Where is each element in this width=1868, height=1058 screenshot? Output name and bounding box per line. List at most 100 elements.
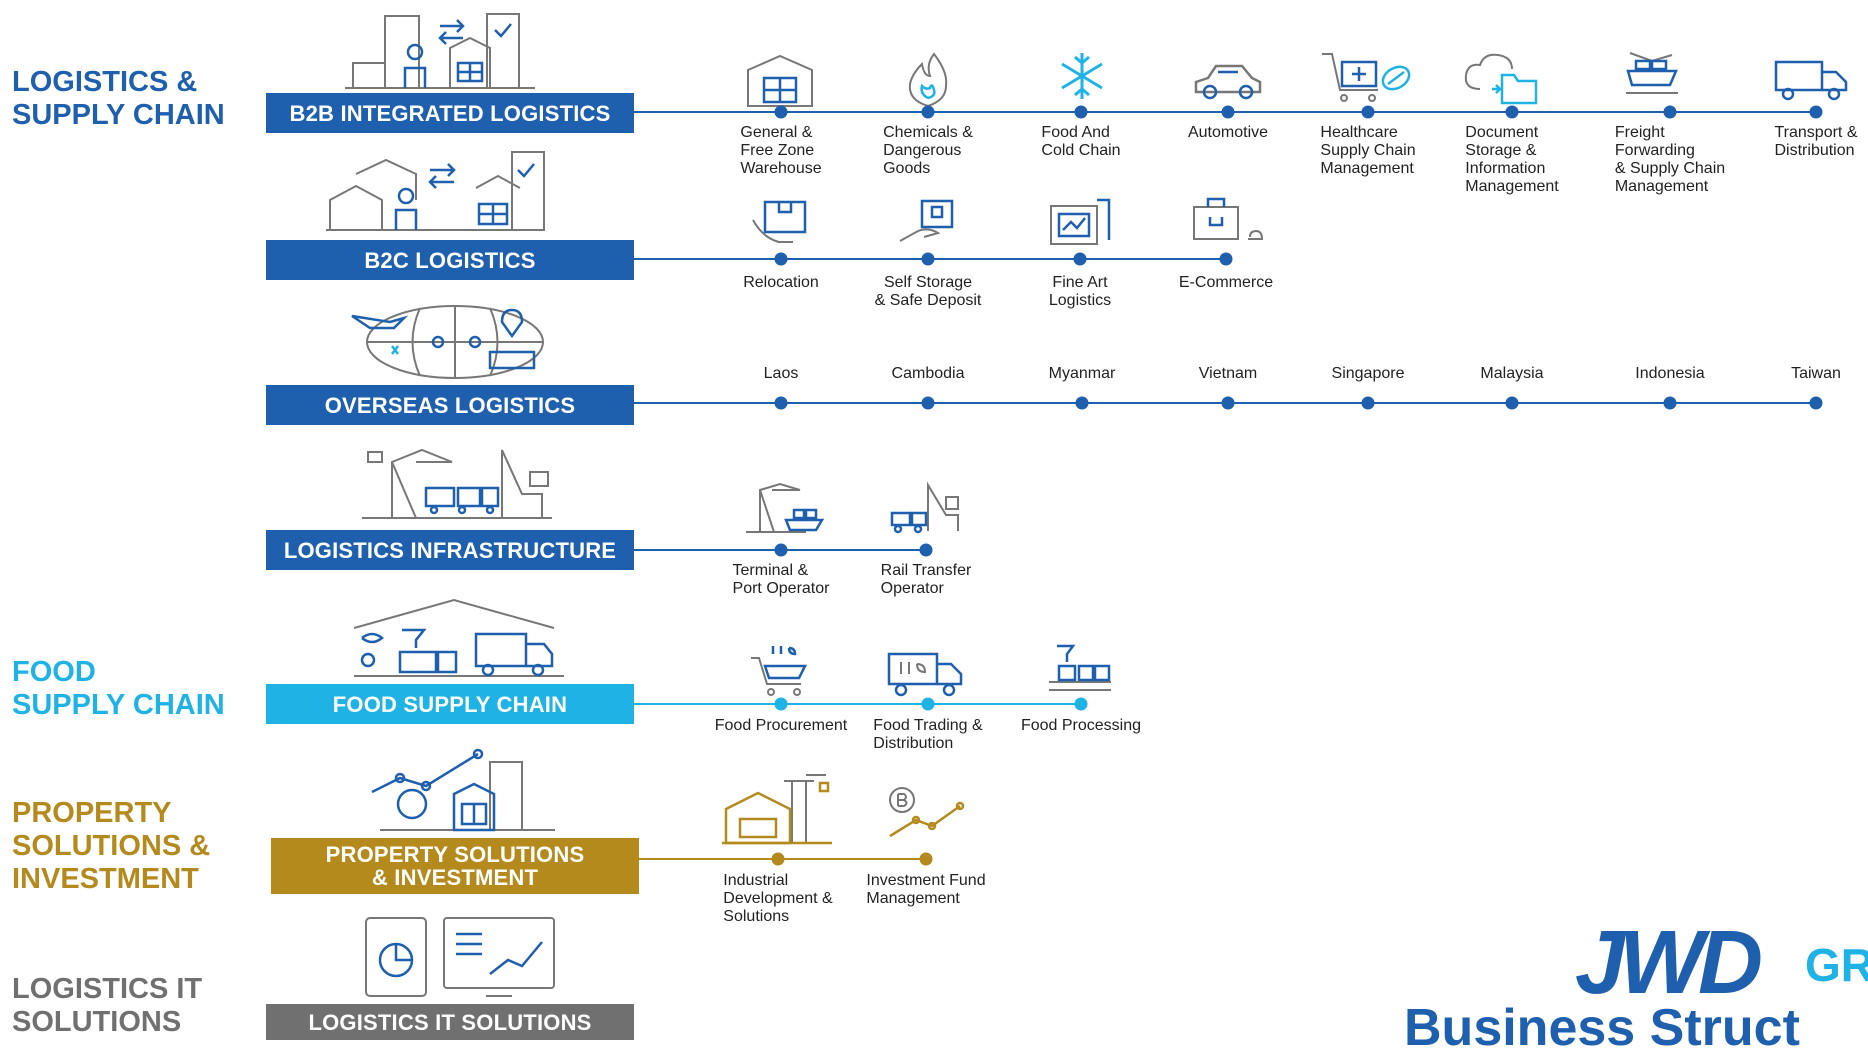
banner-logistics-it-solutions: LOGISTICS IT SOLUTIONS — [266, 1004, 634, 1040]
b2c-item-3-label-line: E-Commerce — [1178, 274, 1274, 291]
category-logistics-supply-chain: LOGISTICS & SUPPLY CHAIN — [12, 66, 225, 131]
car-icon — [1194, 64, 1262, 100]
grocery-cart-icon — [751, 646, 808, 696]
b2b-item-5-label-line: Information — [1465, 160, 1546, 177]
b2b-item-6-label-line: Management — [1614, 178, 1709, 195]
b2b-item-7-label-line: Transport & — [1774, 124, 1858, 141]
banner-food-supply-chain: FOOD SUPPLY CHAIN — [266, 684, 634, 724]
banner-overseas-logistics: OVERSEAS LOGISTICS — [266, 385, 634, 425]
jwd-logo: JWD GR — [1575, 913, 1868, 1013]
banner-property-solutions: PROPERTY SOLUTIONS & INVESTMENT — [271, 838, 639, 894]
food-item-1-label-line: Distribution — [873, 735, 954, 752]
b2b-item-6-label-line: Forwarding — [1614, 142, 1695, 159]
overseas-2-dot — [1075, 396, 1089, 410]
b2b-item-7-dot — [1809, 105, 1823, 119]
overseas-3-dot — [1221, 396, 1235, 410]
b2c-item-3-label: E-Commerce — [1179, 274, 1273, 292]
snowflake-icon — [1061, 53, 1103, 99]
banner-b2c-logistics: B2C LOGISTICS — [266, 240, 634, 280]
food-truck-icon — [887, 652, 963, 697]
b2c-item-2-dot — [1073, 252, 1087, 266]
overseas-country-label: Cambodia — [891, 365, 965, 382]
infra-item-1-label-line: Operator — [880, 580, 944, 597]
b2b-item-4-label-line: Supply Chain — [1320, 142, 1416, 159]
b2c-item-1-dot — [921, 252, 935, 266]
b2b-item-5-dot — [1505, 105, 1519, 119]
b2b-item-1-label-line: Goods — [883, 160, 931, 177]
b2b-item-1-dot — [921, 105, 935, 119]
b2b-item-7-label-line: Distribution — [1774, 142, 1855, 159]
b2c-illustration — [326, 151, 545, 231]
it-illustration — [365, 917, 555, 997]
property-illustration — [371, 748, 555, 832]
overseas-4-dot — [1361, 396, 1375, 410]
category-property-investment: PROPERTY SOLUTIONS & INVESTMENT — [12, 797, 211, 895]
ship-icon — [1626, 52, 1678, 94]
b2b-item-0-dot — [774, 105, 788, 119]
category-logistics-it: LOGISTICS IT SOLUTIONS — [12, 973, 203, 1038]
growth-coin-icon — [889, 787, 965, 838]
food-item-1-label-line: Food Trading & — [873, 717, 983, 734]
b2b-item-1-label-line: Chemicals & — [883, 124, 973, 141]
infra-item-1-label-line: Rail Transfer — [880, 562, 972, 579]
cloud-folder-icon — [1464, 53, 1538, 105]
warehouse-icon — [747, 54, 813, 107]
property-item-0-dot — [771, 852, 785, 866]
overseas-0-dot — [774, 396, 788, 410]
b2b-illustration — [345, 13, 535, 89]
infra-item-0-label-line: Port Operator — [732, 580, 830, 597]
b2b-item-0-label-line: General & — [740, 124, 813, 141]
b2c-item-0-dot — [774, 252, 788, 266]
overseas-7-dot — [1809, 396, 1823, 410]
property-item-0-label-line: Industrial — [723, 872, 789, 889]
flame-icon — [908, 52, 948, 107]
b2b-item-4-label-line: Healthcare — [1320, 124, 1398, 141]
b2b-item-3-dot — [1221, 105, 1235, 119]
infra-item-0-label-line: Terminal & — [732, 562, 809, 579]
b2c-item-2-label-line: Logistics — [1048, 292, 1112, 309]
food-item-0-dot — [774, 697, 788, 711]
logo-mark: JWD — [1575, 913, 1763, 1013]
art-frame-icon — [1050, 198, 1111, 245]
overseas-country-label: Indonesia — [1635, 365, 1705, 382]
property-item-1-label-line: Investment Fund — [866, 872, 986, 889]
overseas-country-label: Myanmar — [1048, 365, 1116, 382]
b2b-item-6-dot — [1663, 105, 1677, 119]
category-food-supply-chain: FOOD SUPPLY CHAIN — [12, 656, 225, 721]
b2b-item-2-label-line: Food And — [1041, 124, 1110, 141]
moving-box-icon — [752, 200, 807, 243]
rail-crane-icon — [890, 481, 959, 534]
shopping-bag-icon — [1193, 197, 1264, 240]
b2c-item-0-label: Relocation — [743, 274, 819, 292]
overseas-illustration — [351, 305, 544, 379]
logo-suffix: GR — [1805, 939, 1868, 991]
factory-icon — [722, 774, 832, 845]
truck-icon — [1774, 60, 1848, 101]
port-crane-icon — [746, 482, 825, 533]
b2b-item-3-label-line: Automotive — [1187, 124, 1269, 141]
overseas-country-label: Taiwan — [1791, 365, 1841, 382]
overseas-5-dot — [1505, 396, 1519, 410]
property-item-1-label-line: Management — [866, 890, 960, 907]
b2b-item-5-label-line: Document — [1465, 124, 1539, 141]
property-item-0-label-line: Solutions — [723, 908, 790, 925]
food-illustration — [354, 598, 564, 677]
b2c-item-1-label: Self Storage& Safe Deposit — [875, 274, 982, 310]
processing-icon — [1049, 644, 1111, 691]
infra-item-0-label: Terminal &Port Operator — [733, 562, 830, 598]
overseas-country-label: Vietnam — [1198, 365, 1258, 382]
overseas-6-dot — [1663, 396, 1677, 410]
food-item-1-label: Food Trading &Distribution — [873, 717, 982, 753]
b2b-item-6-label-line: Freight — [1614, 124, 1665, 141]
b2b-item-7-label: Transport &Distribution — [1775, 124, 1858, 160]
infrastructure-illustration — [362, 448, 552, 519]
infra-item-0-dot — [774, 543, 788, 557]
